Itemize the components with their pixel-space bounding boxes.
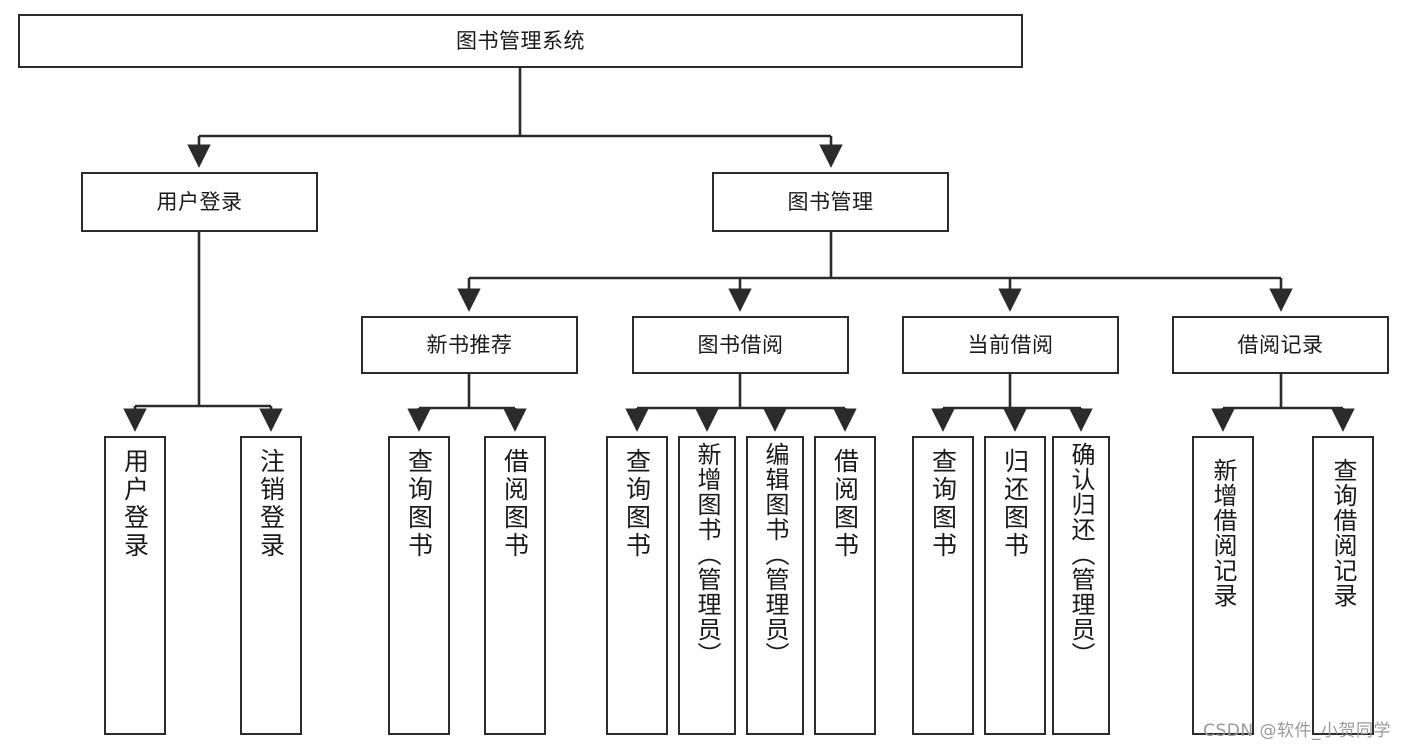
node-leaf-query-book-cur-label: 查询图书 (928, 448, 958, 560)
node-leaf-borrow-book-rec-label: 借阅图书 (500, 448, 530, 560)
node-current-borrow-label: 当前借阅 (967, 332, 1054, 357)
node-leaf-borrow-book-rec[interactable]: 借阅图书 (484, 436, 546, 735)
node-leaf-add-book-admin[interactable]: 新增图书（管理员） (678, 436, 736, 735)
node-leaf-user-login-label: 用户登录 (120, 448, 150, 560)
watermark-label: CSDN @软件_小贺同学 (1203, 721, 1391, 741)
node-leaf-logout-login-label: 注销登录 (256, 448, 286, 560)
node-leaf-add-borrow-record[interactable]: 新增借阅记录 (1192, 436, 1254, 735)
node-leaf-return-book[interactable]: 归还图书 (984, 436, 1046, 735)
node-leaf-query-book-rec-label: 查询图书 (404, 448, 434, 560)
node-leaf-borrow-book[interactable]: 借阅图书 (814, 436, 876, 735)
node-borrow-record[interactable]: 借阅记录 (1172, 316, 1389, 374)
node-leaf-query-book-borrow[interactable]: 查询图书 (606, 436, 668, 735)
node-root-label: 图书管理系统 (456, 28, 585, 53)
node-current-borrow[interactable]: 当前借阅 (902, 316, 1119, 374)
node-leaf-user-login[interactable]: 用户登录 (104, 436, 166, 735)
node-user-login-label: 用户登录 (156, 189, 243, 214)
node-leaf-query-book-rec[interactable]: 查询图书 (388, 436, 450, 735)
node-leaf-return-book-label: 归还图书 (1000, 448, 1030, 560)
node-leaf-confirm-return-admin-label: 确认归还（管理员） (1067, 442, 1095, 667)
node-leaf-add-book-admin-label: 新增图书（管理员） (693, 442, 721, 667)
node-new-book-recommend[interactable]: 新书推荐 (361, 316, 578, 374)
node-new-book-recommend-label: 新书推荐 (426, 332, 513, 357)
node-user-login[interactable]: 用户登录 (81, 172, 318, 232)
node-root[interactable]: 图书管理系统 (18, 14, 1023, 68)
node-leaf-add-borrow-record-label: 新增借阅记录 (1209, 458, 1237, 608)
node-leaf-edit-book-admin-label: 编辑图书（管理员） (761, 442, 789, 667)
node-leaf-logout-login[interactable]: 注销登录 (240, 436, 302, 735)
node-leaf-query-book-borrow-label: 查询图书 (622, 448, 652, 560)
node-book-manage[interactable]: 图书管理 (712, 172, 949, 232)
node-book-borrow-label: 图书借阅 (697, 332, 784, 357)
node-book-manage-label: 图书管理 (787, 189, 874, 214)
node-book-borrow[interactable]: 图书借阅 (632, 316, 849, 374)
node-leaf-query-borrow-record-label: 查询借阅记录 (1329, 458, 1357, 608)
node-leaf-confirm-return-admin[interactable]: 确认归还（管理员） (1052, 436, 1110, 735)
node-leaf-query-book-cur[interactable]: 查询图书 (912, 436, 974, 735)
node-leaf-borrow-book-label: 借阅图书 (830, 448, 860, 560)
node-leaf-query-borrow-record[interactable]: 查询借阅记录 (1312, 436, 1374, 735)
node-borrow-record-label: 借阅记录 (1237, 332, 1324, 357)
node-leaf-edit-book-admin[interactable]: 编辑图书（管理员） (746, 436, 804, 735)
